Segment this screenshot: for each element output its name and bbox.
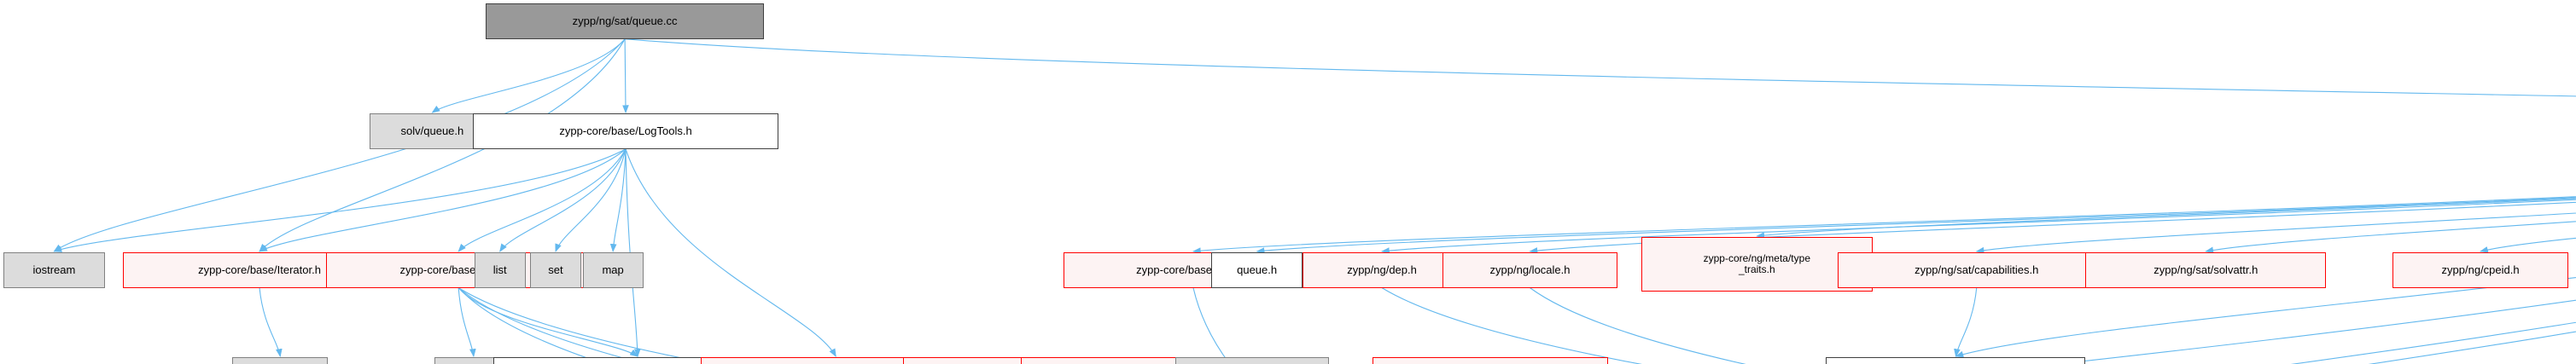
graph-edge [431, 38, 626, 113]
graph-node-bytecount-h[interactable]: zypp-core/ByteCount.h [1372, 357, 1608, 364]
graph-edge [625, 148, 836, 358]
graph-edge [1954, 287, 1978, 358]
graph-node-iostream-n[interactable]: iostream [3, 251, 106, 288]
graph-edge [2480, 237, 2576, 253]
graph-edge [1756, 198, 2576, 239]
graph-edge [458, 287, 715, 364]
graph-node-unordered-set-n[interactable]: unordered_set [1174, 357, 1330, 364]
graph-node-capabilities-h[interactable]: zypp/ng/sat/capabilities.h [1837, 251, 2116, 288]
graph-edge [622, 38, 629, 114]
graph-node-map-n[interactable]: map [582, 251, 644, 288]
graph-edge [1381, 287, 1643, 364]
graph-edge [625, 38, 2576, 97]
graph-node-optional-n[interactable]: optional [232, 357, 329, 364]
graph-edge [1530, 287, 1746, 364]
graph-edge [458, 148, 627, 252]
graph-edge [555, 148, 627, 252]
graph-node-solvattr-h[interactable]: zypp/ng/sat/solvattr.h [2085, 251, 2327, 288]
graph-node-list-n[interactable]: list [474, 251, 526, 288]
graph-edge [1192, 196, 2576, 254]
graph-edge [1380, 199, 2576, 254]
graph-edge [458, 287, 648, 364]
graph-edge [2205, 221, 2576, 254]
graph-node-cpeid-h[interactable]: zypp/ng/cpeid.h [2392, 251, 2568, 288]
graph-node-queue-h[interactable]: queue.h [1211, 251, 1303, 288]
graph-node-set-n[interactable]: set [530, 251, 581, 288]
graph-edge [259, 287, 283, 358]
graph-edge [53, 148, 627, 252]
graph-edge [1529, 201, 2576, 254]
graph-edge [499, 148, 627, 252]
graph-edge [458, 287, 607, 364]
graph-edge [458, 287, 476, 358]
graph-node-type-traits-h[interactable]: zypp-core/ng/meta/type _traits.h [1641, 237, 1873, 292]
graph-edge [609, 148, 627, 253]
graph-edge [1256, 197, 2576, 254]
graph-node-logtools[interactable]: zypp-core/base/LogTools.h [472, 113, 779, 149]
graph-node-queue-cc[interactable]: zypp/ng/sat/queue.cc [485, 3, 765, 39]
graph-edge [1975, 212, 2576, 254]
graph-node-capability-h[interactable]: zypp/ng/sat/capability.h [1826, 357, 2086, 364]
graph-node-locale-h[interactable]: zypp/ng/locale.h [1442, 251, 1618, 288]
graph-edge [458, 287, 638, 357]
graph-node-dep-h[interactable]: zypp/ng/dep.h [1302, 251, 1462, 288]
graph-edge [259, 148, 627, 252]
graph-edge [1192, 287, 1231, 364]
